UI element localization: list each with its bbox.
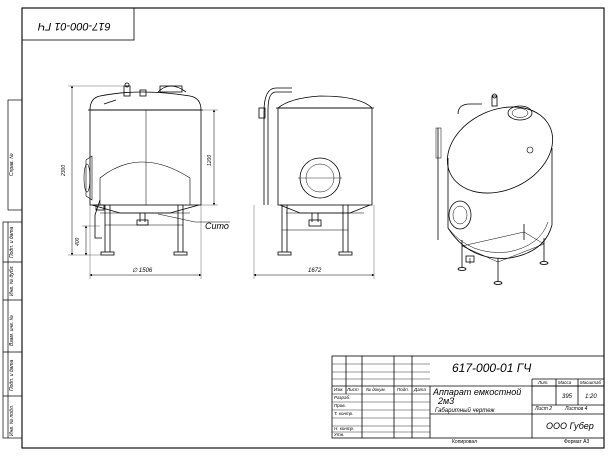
copied-label: Копировал — [452, 439, 478, 445]
format-label: Формат А3 — [564, 439, 590, 445]
dim-diameter: ∅ 1506 — [132, 268, 153, 274]
isometric-view — [435, 93, 554, 285]
hdr-lit: Лит. — [538, 380, 549, 385]
stamp-sprav: Справ. № — [9, 153, 15, 176]
hdr-massa: Масса — [558, 380, 572, 385]
side-view — [253, 87, 375, 279]
hdr-razrab: Разраб. — [334, 395, 351, 400]
sheet-number: Лист 2 — [535, 406, 553, 412]
title-block — [331, 355, 605, 439]
hdr-ndoc: № докум. — [366, 387, 386, 392]
stamp-podp-data-2: Подп. и дата — [9, 359, 15, 391]
designation: 617-000-01 ГЧ — [452, 361, 532, 375]
stamp-podp-data-1: Подп. и дата — [9, 226, 15, 258]
hdr-list: Лист — [347, 387, 359, 392]
mirrored-designation: 617-000-01 ГЧ — [38, 20, 111, 32]
front-view — [68, 82, 230, 279]
stamp-inv-podl: Инв. № подл. — [9, 404, 15, 436]
sheet-frame — [21, 7, 605, 449]
hdr-data: Дата — [414, 387, 426, 392]
sheet-count: Листов 4 — [565, 406, 588, 412]
stamp-vzam-inv: Взам. инв. № — [9, 315, 15, 346]
hdr-podp: Подп. — [397, 387, 409, 392]
side-stamp — [2, 99, 23, 439]
hdr-tkontr: Т. контр. — [334, 411, 354, 416]
scale-value: 1:20 — [585, 394, 597, 400]
title-line-2: 2м3 — [438, 396, 455, 406]
hdr-izm: Изм. — [334, 387, 344, 392]
subtitle: Габаритный чертеж — [435, 408, 495, 414]
dim-total-height: 2300 — [61, 164, 67, 176]
stamp-inv-dubl: Инв. № дубл. — [9, 265, 15, 296]
strainer-label: Сито — [205, 221, 229, 231]
hdr-nkontr: Н. контр. — [334, 426, 355, 431]
dim-length: 1672 — [308, 268, 322, 274]
company: ООО Губер — [546, 421, 594, 431]
mass-value: 395 — [562, 394, 573, 400]
hdr-masshtab: Масштаб — [580, 380, 602, 385]
hdr-utv: Утв. — [334, 432, 345, 437]
title-line-1: Аппарат емкостной — [433, 387, 522, 397]
hdr-prov: Пров. — [334, 403, 346, 408]
dim-shell-height: 1200 — [207, 154, 213, 166]
dim-leg-height: 400 — [75, 237, 81, 246]
